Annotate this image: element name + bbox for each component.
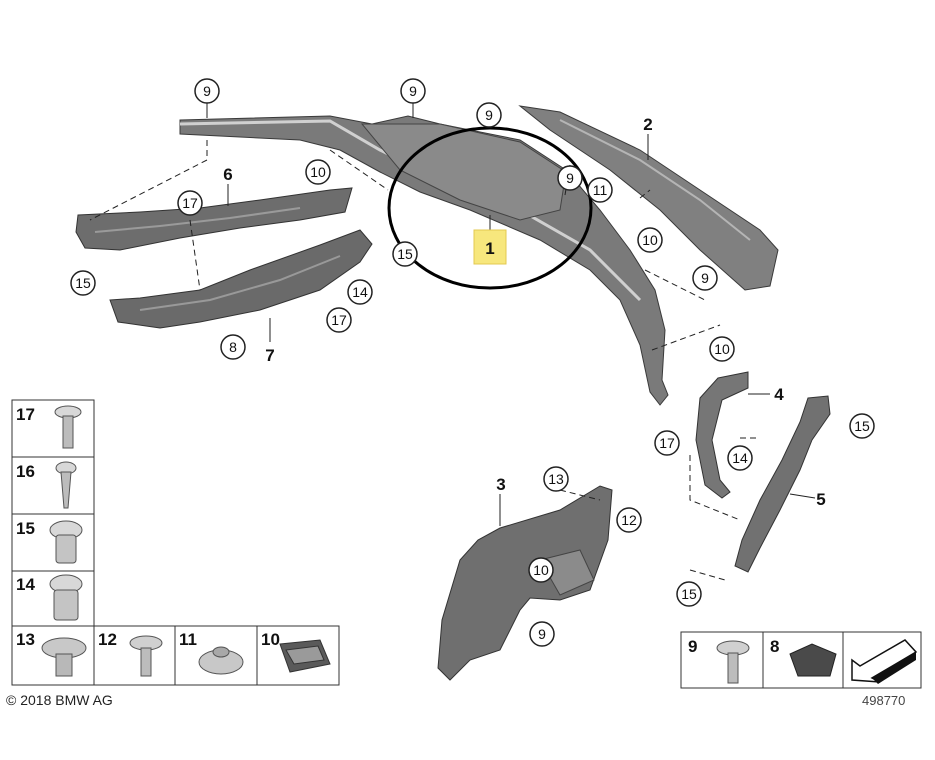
clip-8-image — [789, 643, 837, 677]
svg-text:14: 14 — [732, 450, 748, 466]
part-1-number: 1 — [485, 239, 494, 258]
svg-text:9: 9 — [701, 270, 709, 286]
callout-14: 14 — [347, 279, 373, 305]
fastener-table-left-labels: 17 16 15 14 13 — [16, 405, 35, 649]
fastener-label-8: 8 — [770, 637, 779, 656]
callout-8: 8 — [220, 334, 246, 360]
svg-text:9: 9 — [203, 83, 211, 99]
fastener-table-bottom-labels: 12 11 10 — [98, 630, 280, 649]
fastener-label-14: 14 — [16, 575, 35, 594]
callout-15: 15 — [849, 413, 875, 439]
svg-text:9: 9 — [409, 83, 417, 99]
callout-15: 15 — [392, 241, 418, 267]
svg-text:10: 10 — [642, 232, 658, 248]
leader-lines — [89, 140, 760, 581]
part-6-bracket — [75, 187, 353, 251]
callout-10: 10 — [528, 557, 554, 583]
callout-9: 9 — [476, 102, 502, 128]
nut-15-image — [49, 520, 83, 564]
part-2-duct — [518, 105, 779, 291]
callout-9: 9 — [557, 165, 583, 191]
part-3-panel — [437, 485, 613, 681]
fastener-table-bottom — [93, 625, 340, 686]
part-7-bracket — [109, 229, 373, 329]
svg-text:9: 9 — [566, 170, 574, 186]
part-5-bracket — [734, 395, 831, 573]
callout-12: 12 — [616, 507, 642, 533]
svg-text:10: 10 — [310, 164, 326, 180]
callout-13: 13 — [543, 466, 569, 492]
svg-text:9: 9 — [485, 107, 493, 123]
callout-10: 10 — [637, 227, 663, 253]
nut-14-image — [49, 574, 83, 621]
fastener-table-left — [11, 399, 95, 686]
nut-13-image — [41, 637, 87, 677]
svg-text:15: 15 — [75, 275, 91, 291]
callout-17: 17 — [177, 190, 203, 216]
fastener-label-16: 16 — [16, 462, 35, 481]
callout-17: 17 — [326, 307, 352, 333]
fastener-label-10: 10 — [261, 630, 280, 649]
fastener-label-9: 9 — [688, 637, 697, 656]
fastener-label-13: 13 — [16, 630, 35, 649]
svg-text:15: 15 — [397, 246, 413, 262]
copyright-notice: © 2018 BMW AG — [6, 692, 113, 708]
fastener-table-right-labels: 9 8 — [688, 637, 779, 656]
callout-14: 14 — [727, 445, 753, 471]
highlight-ellipse — [387, 126, 593, 290]
part-label-4: 4 — [774, 385, 784, 404]
fastener-label-17: 17 — [16, 405, 35, 424]
screw-12-image — [129, 635, 163, 677]
fastener-table-right — [680, 631, 922, 689]
fastener-label-12: 12 — [98, 630, 117, 649]
part-label-6: 6 — [223, 165, 232, 184]
part-labels: 2 3 4 5 6 7 — [223, 115, 825, 509]
callout-9: 9 — [692, 265, 718, 291]
fastener-label-11: 11 — [179, 630, 197, 649]
part-label-7: 7 — [265, 346, 274, 365]
svg-text:8: 8 — [229, 339, 237, 355]
screw-9-image — [716, 640, 750, 684]
svg-text:17: 17 — [659, 435, 675, 451]
svg-text:10: 10 — [533, 562, 549, 578]
part-1-label: 1 — [473, 229, 507, 265]
direction-arrow-icon — [851, 639, 918, 684]
part-label-2: 2 — [643, 115, 652, 134]
screw-17-image — [54, 405, 82, 449]
nut-11-image — [198, 646, 244, 675]
callout-10: 10 — [709, 336, 735, 362]
svg-text:10: 10 — [714, 341, 730, 357]
callout-15: 15 — [70, 270, 96, 296]
clip-10-image — [279, 639, 331, 673]
svg-text:11: 11 — [593, 182, 608, 198]
part-label-5: 5 — [816, 490, 825, 509]
svg-text:12: 12 — [621, 512, 637, 528]
diagram-number: 498770 — [862, 693, 906, 708]
part-label-3: 3 — [496, 475, 505, 494]
callout-10: 10 — [305, 159, 331, 185]
callout-9: 9 — [194, 78, 220, 104]
callout-11: 11 — [587, 177, 613, 203]
svg-text:17: 17 — [182, 195, 198, 211]
svg-text:14: 14 — [352, 284, 368, 300]
svg-text:9: 9 — [538, 626, 546, 642]
callout-9: 9 — [529, 621, 555, 647]
part-1-channel — [179, 115, 669, 406]
callout-15: 15 — [676, 581, 702, 607]
svg-text:13: 13 — [548, 471, 564, 487]
callout-circles: 9 9 9 9 9 9 10 10 10 10 11 12 13 14 14 1… — [70, 78, 875, 647]
callout-9: 9 — [400, 78, 426, 104]
part-4-bracket — [695, 371, 749, 499]
fastener-label-15: 15 — [16, 519, 35, 538]
svg-text:17: 17 — [331, 312, 347, 328]
callout-17: 17 — [654, 430, 680, 456]
svg-text:15: 15 — [854, 418, 870, 434]
svg-text:15: 15 — [681, 586, 697, 602]
screw-16-image — [55, 461, 77, 509]
